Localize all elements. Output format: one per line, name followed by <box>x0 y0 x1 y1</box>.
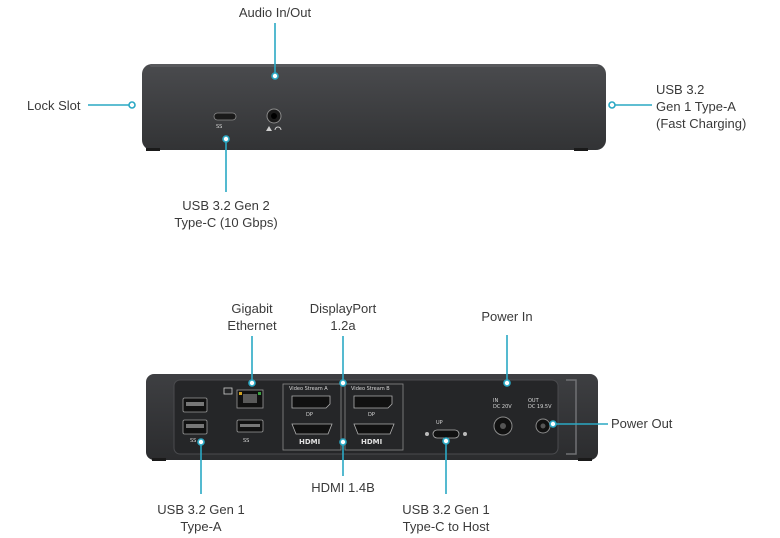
back-foot-left <box>152 458 166 461</box>
in-rating-1: IN <box>493 398 498 404</box>
callout-hdmi: HDMI 1.4B <box>311 438 375 495</box>
label-usb-a-fast-3: (Fast Charging) <box>656 116 746 131</box>
callout-power-in: Power In <box>481 309 533 387</box>
label-power-in: Power In <box>481 309 532 324</box>
video-stream-a-group: Video Stream A DP HDMI <box>282 383 342 451</box>
callout-displayport: DisplayPort 1.2a <box>310 301 377 387</box>
callout-power-out: Power Out <box>549 416 673 431</box>
label-usb-c-gen2-1: USB 3.2 Gen 2 <box>182 198 269 213</box>
label-lock-slot: Lock Slot <box>27 98 81 113</box>
callout-audio: Audio In/Out <box>239 5 312 80</box>
svg-text:SS: SS <box>243 438 249 444</box>
out-rating-2: DC 19.5V <box>528 404 552 410</box>
svg-text:SS: SS <box>216 124 222 130</box>
label-usb-c-host-1: USB 3.2 Gen 1 <box>402 502 489 517</box>
power-in-port: IN DC 20V <box>493 398 513 436</box>
label-audio: Audio In/Out <box>239 5 312 20</box>
callout-lock-slot: Lock Slot <box>27 98 136 113</box>
label-hdmi: HDMI 1.4B <box>311 480 375 495</box>
callout-usb-c-gen2: USB 3.2 Gen 2 Type-C (10 Gbps) <box>174 135 278 230</box>
back-foot-right <box>578 458 592 461</box>
front-dock-body <box>142 64 606 150</box>
label-usb-c-gen2-2: Type-C (10 Gbps) <box>174 215 277 230</box>
label-usb-a-gen1-2: Type-A <box>180 519 222 534</box>
in-rating-2: DC 20V <box>493 404 512 410</box>
audio-jack <box>266 108 282 131</box>
callout-usb-a-fast: USB 3.2 Gen 1 Type-A (Fast Charging) <box>608 82 746 131</box>
front-foot-left <box>146 148 160 151</box>
label-usb-a-fast-2: Gen 1 Type-A <box>656 99 736 114</box>
front-usb-c-port: SS <box>213 112 237 130</box>
video-stream-b-group: Video Stream B DP HDMI <box>344 383 404 451</box>
svg-text:DP: DP <box>368 412 375 418</box>
svg-text:DP: DP <box>306 412 313 418</box>
label-displayport-2: 1.2a <box>330 318 356 333</box>
usb-a-ports-stacked: SS <box>182 397 208 444</box>
callout-gigabit: Gigabit Ethernet <box>227 301 277 387</box>
up-mark: UP <box>436 420 443 426</box>
video-stream-b-label: Video Stream B <box>351 386 390 392</box>
label-usb-c-host-2: Type-C to Host <box>403 519 490 534</box>
front-foot-right <box>574 148 588 151</box>
front-dock-top-edge <box>150 64 598 67</box>
label-usb-a-gen1-1: USB 3.2 Gen 1 <box>157 502 244 517</box>
out-rating-1: OUT <box>528 398 540 404</box>
video-stream-a-label: Video Stream A <box>289 386 328 392</box>
label-gigabit-1: Gigabit <box>231 301 273 316</box>
label-displayport-1: DisplayPort <box>310 301 377 316</box>
back-port-panel <box>173 379 559 455</box>
label-usb-a-fast-1: USB 3.2 <box>656 82 704 97</box>
callout-usb-c-host: USB 3.2 Gen 1 Type-C to Host <box>402 437 490 534</box>
hdmi-logo-b: HDMI <box>361 438 382 446</box>
svg-text:SS: SS <box>190 438 196 444</box>
power-out-port: OUT DC 19.5V <box>528 398 552 434</box>
back-view: SS SS Video Stream A DP HDMI Video Strea… <box>146 301 673 534</box>
hdmi-logo-a: HDMI <box>299 438 320 446</box>
front-view: SS Audio In/Out Lock Slot USB 3.2 Ge <box>27 5 746 230</box>
label-power-out: Power Out <box>611 416 673 431</box>
label-gigabit-2: Ethernet <box>227 318 277 333</box>
ethernet-port: SS <box>223 387 264 444</box>
callout-usb-a-gen1: USB 3.2 Gen 1 Type-A <box>157 438 245 534</box>
